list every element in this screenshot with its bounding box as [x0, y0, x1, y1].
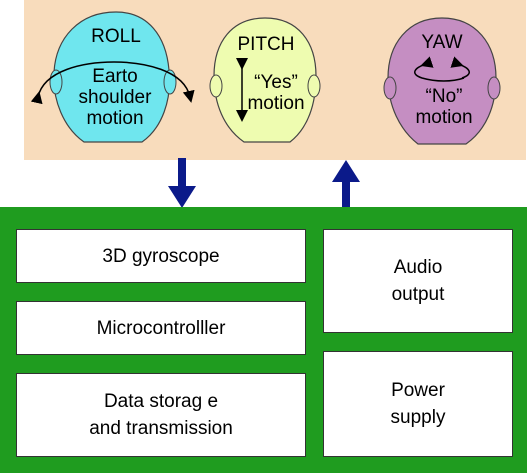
- power-supply-block: Power supply: [323, 351, 513, 457]
- roll-caption: Earto shoulder motion: [78, 66, 152, 129]
- gyroscope-block: 3D gyroscope: [16, 229, 306, 283]
- pitch-title: PITCH: [237, 34, 295, 55]
- device-system-panel: 3D gyroscope Microcontrolller Data stora…: [0, 207, 527, 473]
- head-motion-panel: ROLL Earto shoulder motion PITCH “Yes” m…: [24, 0, 526, 160]
- head-illustrations: [30, 11, 501, 145]
- data-storage-label: Data storag e and transmission: [89, 391, 233, 439]
- audio-output-label: Audio output: [391, 257, 445, 305]
- yaw-title: YAW: [421, 32, 463, 53]
- microcontroller-block: Microcontrolller: [16, 301, 306, 355]
- up-arrow-icon: [332, 160, 360, 210]
- power-supply-label: Power supply: [390, 380, 446, 428]
- pitch-caption: “Yes” motion: [247, 72, 305, 114]
- curved-double-arrow-icon: [30, 61, 195, 105]
- rotation-arrows-icon: [414, 56, 470, 82]
- microcontroller-label: Microcontrolller: [96, 317, 226, 339]
- data-storage-block: Data storag e and transmission: [16, 373, 306, 457]
- down-arrow-icon: [168, 158, 196, 208]
- audio-output-block: Audio output: [323, 229, 513, 333]
- roll-title: ROLL: [91, 26, 141, 47]
- roll-head-icon: [49, 11, 177, 143]
- yaw-caption: “No” motion: [415, 86, 473, 128]
- gyroscope-label: 3D gyroscope: [102, 245, 220, 267]
